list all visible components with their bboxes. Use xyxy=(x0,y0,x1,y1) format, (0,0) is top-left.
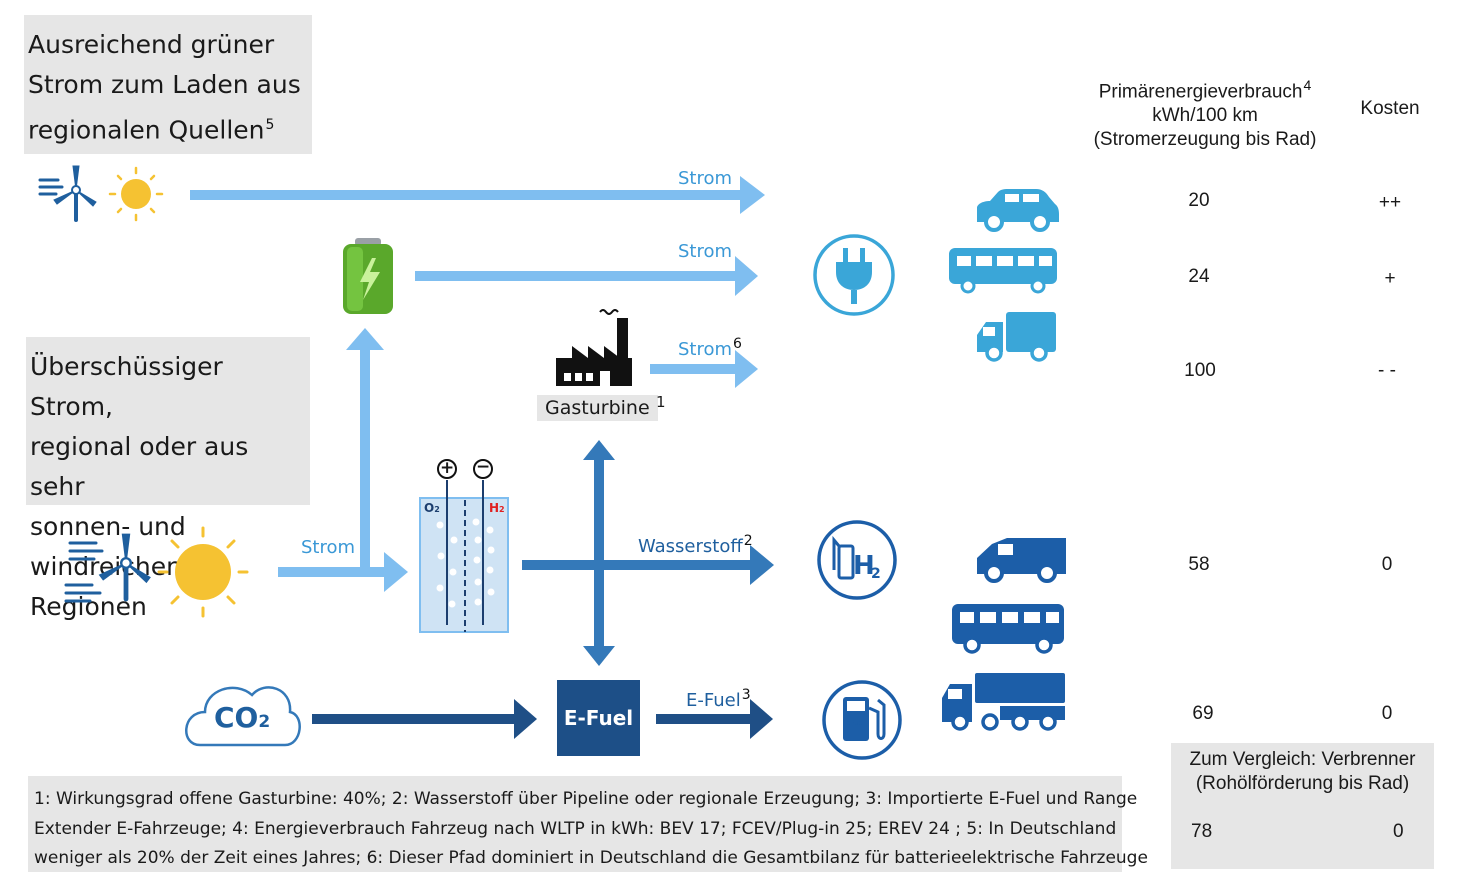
efuel-pump-label: eFuel xyxy=(846,719,865,727)
footnote-line-2: Extender E-Fahrzeuge; 4: Energieverbrauc… xyxy=(34,818,1117,839)
label-wasserstoff-wrap: Wasserstoff2 xyxy=(638,533,753,557)
cost-column-header: Kosten xyxy=(1360,98,1420,119)
o2-label-wrap: O2 xyxy=(424,501,440,515)
surplus-power-line-3: sonnen- und xyxy=(30,512,186,541)
energy-column-header: Primärenergieverbrauch4 kWh/100 km (Stro… xyxy=(1070,73,1340,152)
wind-turbine-icon-left xyxy=(100,534,150,599)
comparison-energy: 78 xyxy=(1191,821,1213,842)
energy-value-gas: 100 xyxy=(1184,360,1216,381)
label-strom-gas-wrap: Strom6 xyxy=(678,336,742,360)
o2-label: O xyxy=(424,501,435,515)
cost-value-hydrogen: 0 xyxy=(1381,554,1393,575)
green-power-line-3: regionalen Quellen xyxy=(28,115,265,145)
green-power-box: Ausreichend grüner Strom zum Laden aus r… xyxy=(24,15,312,154)
efuel-box: E-Fuel xyxy=(557,680,640,756)
surplus-power-box: Überschüssiger Strom, regional oder aus … xyxy=(26,337,310,621)
svg-text:2: 2 xyxy=(871,566,881,582)
energy-value-hydrogen: 58 xyxy=(1188,554,1210,575)
o2-subscript: 2 xyxy=(434,505,440,514)
label-strom-top: Strom xyxy=(678,168,733,189)
green-power-line-1: Ausreichend grüner xyxy=(28,30,275,59)
car-icon-light xyxy=(977,189,1059,232)
hydrogen-pump-icon: H 2 xyxy=(817,520,897,600)
cost-value-bev: ++ xyxy=(1378,192,1402,213)
h2-label: H xyxy=(489,501,500,515)
minus-terminal: − xyxy=(476,457,491,477)
bus-icon-light xyxy=(949,248,1057,294)
h2-subscript: 2 xyxy=(499,505,505,514)
cost-value-efuel: 0 xyxy=(1381,703,1393,724)
label-strom-battery: Strom xyxy=(678,241,733,262)
gasturbine-label: Gasturbine xyxy=(537,395,658,421)
truck-icon-light xyxy=(977,312,1056,362)
footnote-line-3: weniger als 20% der Zeit eines Jahres; 6… xyxy=(34,848,1148,868)
label-wasserstoff-note: 2 xyxy=(743,533,753,549)
comparison-line-2: (Rohölförderung bis Rad) xyxy=(1195,773,1410,794)
comparison-cost: 0 xyxy=(1393,821,1404,842)
arrow-efuel xyxy=(656,699,773,739)
energy-header-note: 4 xyxy=(1303,77,1312,93)
energy-value-bev: 20 xyxy=(1188,190,1210,211)
electrolyzer-icon xyxy=(419,459,509,633)
cost-value-gas: - - xyxy=(1378,360,1396,381)
sun-icon-top xyxy=(108,166,164,222)
svg-text:H: H xyxy=(853,551,875,581)
plug-icon xyxy=(813,234,895,316)
lorry-icon-dark xyxy=(942,673,1065,731)
comparison-box: Zum Vergleich: Verbrenner (Rohölförderun… xyxy=(1171,743,1434,869)
energy-header-line-1: Primärenergieverbrauch xyxy=(1098,81,1303,103)
surplus-power-line-1: Überschüssiger Strom, xyxy=(30,352,223,421)
label-efuel-wrap: E-Fuel3 xyxy=(686,687,751,711)
wind-lines-icon-left xyxy=(64,541,104,603)
green-power-note: 5 xyxy=(265,117,275,133)
label-strom-gas: Strom xyxy=(678,339,733,360)
surplus-power-line-2: regional oder aus sehr xyxy=(30,432,249,501)
label-strom-gas-note: 6 xyxy=(733,336,742,352)
energy-value-efuel: 69 xyxy=(1192,703,1214,724)
plus-terminal: + xyxy=(440,458,455,478)
arrow-vertical-double xyxy=(583,440,615,666)
bus-icon-dark xyxy=(952,604,1064,654)
co2-label-wrap: CO2 xyxy=(214,701,270,734)
energy-header-line-1-wrap: Primärenergieverbrauch4 xyxy=(1070,73,1340,104)
battery-icon xyxy=(343,238,393,314)
energy-header-line-2: kWh/100 km xyxy=(1152,105,1258,127)
van-icon-dark xyxy=(977,538,1066,583)
h2-label-wrap: H2 xyxy=(489,501,505,515)
comparison-line-1: Zum Vergleich: Verbrenner xyxy=(1189,749,1416,770)
green-power-line-2: Strom zum Laden aus xyxy=(28,70,301,99)
energy-header-line-3: (Stromerzeugung bis Rad) xyxy=(1093,129,1317,151)
factory-icon xyxy=(556,309,632,386)
cost-value-battery: + xyxy=(1384,268,1396,289)
co2-subscript: 2 xyxy=(258,712,271,732)
label-efuel: E-Fuel xyxy=(686,690,741,711)
arrow-strom-left xyxy=(278,552,408,592)
arrow-co2 xyxy=(312,699,537,739)
green-power-line-3-wrap: regionalen Quellen5 xyxy=(28,105,308,150)
arrow-strom-top xyxy=(190,176,765,214)
arrow-up-to-battery xyxy=(346,328,384,573)
energy-value-battery: 24 xyxy=(1188,266,1210,287)
wind-turbine-icon-top xyxy=(52,164,98,222)
arrow-wasserstoff xyxy=(522,545,774,585)
label-wasserstoff: Wasserstoff xyxy=(638,536,743,557)
sun-icon-left xyxy=(157,526,249,618)
arrow-strom-battery xyxy=(415,256,758,296)
co2-cloud-icon xyxy=(185,686,301,747)
label-strom-left: Strom xyxy=(301,537,356,558)
footnotes-box: 1: Wirkungsgrad offene Gasturbine: 40%; … xyxy=(28,776,1148,872)
wind-lines-icon-top xyxy=(38,178,64,196)
label-efuel-note: 3 xyxy=(741,687,751,703)
footnote-line-1: 1: Wirkungsgrad offene Gasturbine: 40%; … xyxy=(34,789,1138,809)
co2-label: CO xyxy=(214,701,259,734)
comparison-title: Zum Vergleich: Verbrenner (Rohölförderun… xyxy=(1171,743,1434,796)
gasturbine-note: 1 xyxy=(656,393,666,411)
arrow-strom-gas xyxy=(650,350,758,388)
efuel-pump-icon xyxy=(822,680,902,760)
